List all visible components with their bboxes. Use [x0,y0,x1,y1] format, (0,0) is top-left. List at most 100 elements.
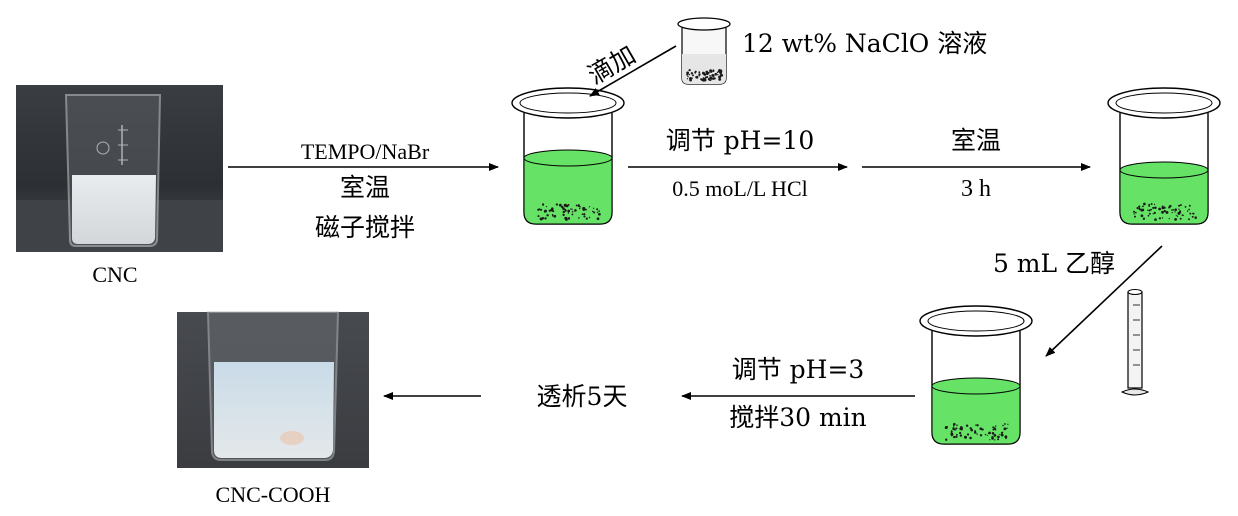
step2-ph-label: 调节 pH=10 [666,126,815,155]
cnc-cooh-label: CNC-COOH [216,482,331,507]
particle-dot [564,217,567,220]
particle-dot [714,73,717,76]
particle-dot [562,214,564,216]
particle-dot [1164,210,1166,212]
particle-dot [1005,437,1007,439]
particle-dot [959,432,961,434]
particle-dot [1180,204,1182,206]
particle-dot [956,424,958,426]
particle-dot [593,208,594,209]
particle-dot [992,429,994,431]
particle-dot [1174,218,1177,221]
particle-dot [698,71,700,73]
particle-dot [686,72,689,75]
particle-dot [586,218,588,220]
particle-dot [1135,212,1137,214]
step6-dialysis-label: 透析5天 [537,382,628,411]
particle-dot [567,204,569,206]
particle-dot [582,213,584,215]
particle-dot [1171,212,1172,213]
particle-dot [567,210,570,213]
particle-dot [964,436,967,439]
particle-dot [976,433,977,434]
particle-dot [1143,203,1146,206]
particle-dot [1148,215,1150,217]
particle-dot [542,204,544,206]
particle-dot [1134,213,1135,214]
particle-dot [1180,218,1182,220]
particle-dot [1007,424,1008,425]
particle-dot [1150,209,1152,211]
particle-dot [568,217,570,219]
particle-dot [571,209,572,210]
particle-dot [596,208,598,210]
particle-dot [709,69,712,72]
particle-dot [945,426,948,429]
step5-stir-label: 搅拌30 min [729,403,867,432]
particle-dot [1154,206,1157,209]
particle-dot [997,436,1000,439]
particle-dot [578,217,580,219]
particle-dot [1158,208,1161,211]
particle-dot [1159,217,1161,219]
particle-dot [708,78,710,80]
particle-dot [582,208,585,211]
particle-dot [952,428,954,430]
particle-dot [564,209,566,211]
particle-dot [718,78,721,81]
step4-ethanol-label: 5 mL 乙醇 [993,249,1115,278]
particle-dot [988,433,989,434]
beaker-1 [512,88,624,224]
particle-dot [979,427,982,430]
particle-dot [570,208,571,209]
particle-dot [563,211,565,213]
particle-dot [1133,211,1135,213]
particle-dot [537,209,539,211]
particle-dot [994,439,995,440]
particle-dot [719,71,722,74]
particle-dot [1153,213,1154,214]
particle-dot [1188,218,1190,220]
particle-dot [945,439,947,441]
particle-dot [955,427,957,429]
particle-dot [713,76,715,78]
particle-dot [589,206,590,207]
particle-dot [1162,217,1163,218]
particle-dot [1154,218,1157,221]
particle-dot [1139,207,1140,208]
particle-dot [1141,209,1144,212]
particle-dot [1177,216,1178,217]
particle-dot [572,211,574,213]
particle-dot [578,205,580,207]
particle-dot [995,425,996,426]
particle-dot [714,78,716,80]
particle-dot [544,211,546,213]
particle-dot [1002,425,1004,427]
particle-dot [579,208,581,210]
particle-dot [576,204,578,206]
particle-dot [1178,205,1180,207]
particle-dot [1166,211,1169,214]
particle-dot [598,210,600,212]
particle-dot [1154,204,1155,205]
particle-dot [1188,209,1190,211]
particle-dot [1134,216,1136,218]
particle-dot [1187,210,1188,211]
particle-dot [1174,211,1175,212]
particle-dot [1149,213,1151,215]
particle-dot [1142,206,1144,208]
step1-reagent-label: TEMPO/NaBr [301,139,430,164]
particle-dot [1162,207,1165,210]
particle-dot [709,75,711,77]
particle-dot [553,215,556,218]
particle-dot [1148,205,1150,207]
particle-dot [975,424,976,425]
particle-dot [960,428,963,431]
particle-dot [589,217,590,218]
particle-dot [537,215,539,217]
particle-dot [1169,218,1170,219]
step3-time-label: 3 h [961,176,991,202]
particle-dot [974,431,976,433]
particle-dot [579,206,581,208]
